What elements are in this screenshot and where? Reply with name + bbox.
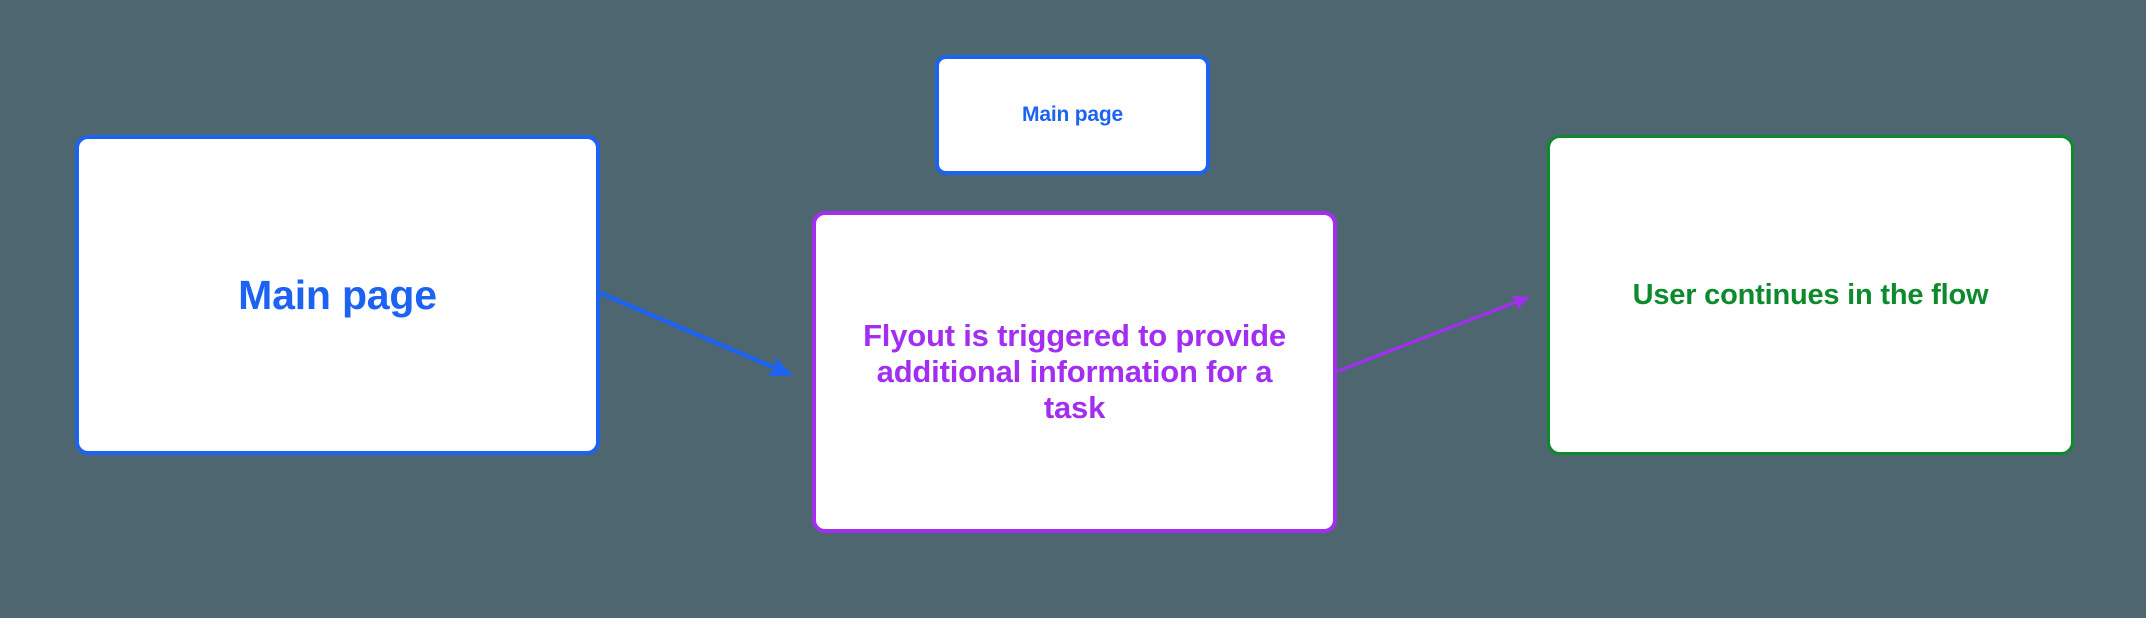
node-flyout-label: Flyout is triggered to provide additiona… xyxy=(863,317,1286,426)
node-main-page[interactable]: Main page xyxy=(75,135,600,455)
arrow-flyout-to-user-continues xyxy=(1337,296,1530,373)
node-flyout[interactable]: Flyout is triggered to provide additiona… xyxy=(812,211,1337,533)
node-main-page-label: Main page xyxy=(238,271,437,318)
node-main-page-small-label: Main page xyxy=(1022,102,1123,126)
node-user-continues[interactable]: User continues in the flow xyxy=(1547,135,2074,455)
arrow-main-page-to-flyout xyxy=(599,290,793,377)
node-user-continues-label: User continues in the flow xyxy=(1632,278,1989,311)
node-main-page-small[interactable]: Main page xyxy=(935,55,1210,175)
